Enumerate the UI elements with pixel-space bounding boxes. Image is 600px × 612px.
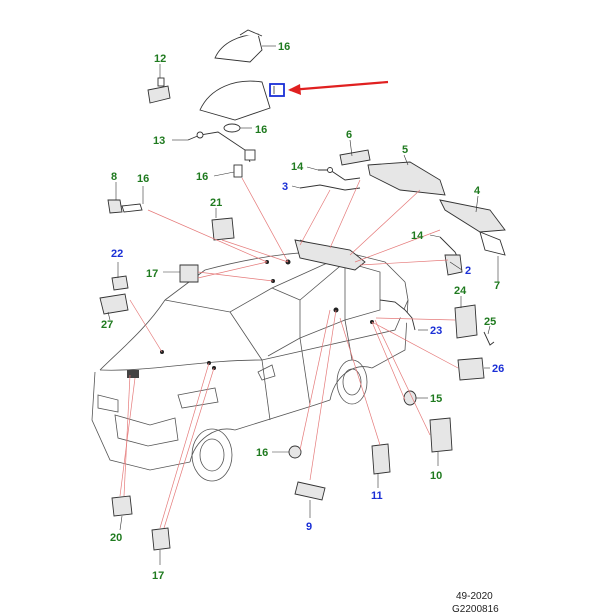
- callout-8: 8: [111, 171, 117, 183]
- callout-14b: 14: [411, 230, 424, 242]
- roof-panel-4: [439, 199, 506, 233]
- callout-3: 3: [282, 181, 288, 193]
- parts: [99, 29, 506, 551]
- callout-26: 26: [492, 363, 504, 375]
- callout-6: 6: [346, 129, 352, 141]
- callout-7: 7: [494, 280, 500, 292]
- antenna-cover-19: [214, 33, 263, 63]
- footer-code: G2200816: [452, 604, 499, 612]
- callout-11: 11: [371, 490, 383, 502]
- callout-20: 20: [110, 532, 122, 544]
- callout-16b: 16: [137, 173, 149, 185]
- module-12: [147, 85, 171, 104]
- callout-9: 9: [306, 521, 312, 533]
- location-lines: [119, 177, 459, 529]
- callout-22: 22: [111, 248, 123, 260]
- antenna-unit-1: [199, 80, 271, 121]
- callout-27: 27: [101, 319, 113, 331]
- callout-17a: 17: [146, 268, 158, 280]
- callout-17b: 17: [152, 570, 164, 582]
- callout-24: 24: [454, 285, 467, 297]
- callout-14a: 14: [291, 161, 304, 173]
- callout-2: 2: [465, 265, 471, 277]
- callout-18: 16: [255, 124, 267, 136]
- callout-labels: 16 12 16 13 16 6 5 14 3 4 8 16 21 14 22 …: [101, 41, 504, 582]
- leader-lines: [107, 45, 499, 565]
- red-arrow: [289, 80, 389, 92]
- callout-25: 25: [484, 316, 496, 328]
- callout-15: 15: [430, 393, 442, 405]
- highlight-box: [269, 83, 285, 97]
- callout-16c: 16: [256, 447, 268, 459]
- callout-16a: 16: [196, 171, 208, 183]
- highlight-marker: [269, 80, 389, 97]
- callout-19: 16: [278, 41, 290, 53]
- callout-5: 5: [402, 144, 408, 156]
- footer-date: 49-2020: [456, 591, 493, 602]
- roof-panel-5: [367, 161, 446, 196]
- callout-12: 12: [154, 53, 166, 65]
- callout-13: 13: [153, 135, 165, 147]
- vehicle-outline: [91, 239, 409, 482]
- callout-4: 4: [474, 185, 481, 197]
- callout-21: 21: [210, 197, 222, 209]
- callout-23: 23: [430, 325, 442, 337]
- callout-10: 10: [430, 470, 442, 482]
